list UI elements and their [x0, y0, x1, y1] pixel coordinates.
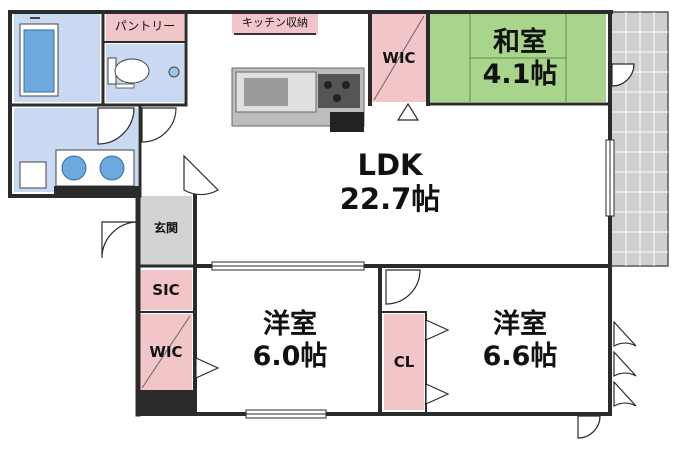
- wic-left-label: WIC: [149, 343, 183, 361]
- balcony: [610, 11, 669, 267]
- cl-label: CL: [393, 353, 415, 371]
- toilet-sink-icon: [168, 66, 180, 78]
- youshitsu-right-name: 洋室: [493, 309, 547, 340]
- washitsu-name: 和室: [493, 27, 547, 58]
- wic-left: [140, 314, 192, 390]
- washitsu-size: 4.1帖: [482, 59, 558, 90]
- youshitsu-left-name: 洋室: [263, 309, 317, 340]
- youshitsu-right-size: 6.6帖: [482, 341, 558, 372]
- pillar: [54, 186, 140, 198]
- bathtub-basin: [23, 29, 55, 93]
- sink-icon: [99, 155, 125, 181]
- ldk-name: LDK: [357, 148, 423, 182]
- sic: [140, 270, 192, 310]
- genkan: [140, 196, 192, 266]
- washing-machine: [19, 161, 47, 189]
- toilet-bowl: [114, 58, 150, 84]
- pillar: [138, 390, 196, 416]
- pantry: [106, 14, 184, 42]
- closet: [384, 314, 424, 410]
- sink-icon: [61, 155, 87, 181]
- kitchen-storage-label: キッチン収納: [242, 16, 308, 29]
- wic-top-label: WIC: [382, 49, 416, 67]
- kitchen-counter: [231, 67, 365, 132]
- windows: [211, 139, 615, 419]
- ldk-size: 22.7帖: [339, 182, 441, 216]
- washitsu-floor: [430, 14, 606, 102]
- pantry-label: パントリー: [114, 19, 176, 33]
- wic-top: [372, 14, 426, 102]
- sic-label: SIC: [152, 281, 180, 299]
- youshitsu-left-size: 6.0帖: [252, 341, 328, 372]
- genkan-label: 玄関: [153, 221, 178, 235]
- kitchen-storage: [232, 14, 318, 34]
- closet-doors: [195, 102, 450, 405]
- doors: [97, 63, 637, 439]
